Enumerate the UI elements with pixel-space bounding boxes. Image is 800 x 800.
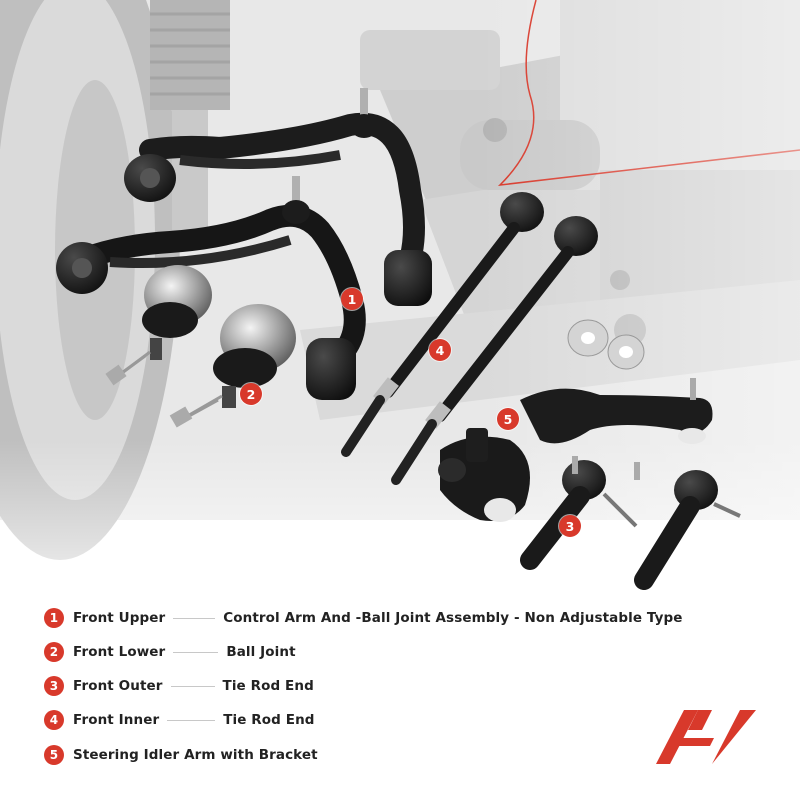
legend-number-badge: 1: [44, 608, 64, 628]
callout-5: 5: [497, 408, 519, 430]
outer-tie-rod-right: [634, 462, 741, 590]
legend-part-label: Front Inner: [73, 712, 160, 728]
legend-description: Ball Joint: [226, 644, 296, 660]
legend-number-badge: 5: [44, 745, 64, 765]
legend-part-label: Front Outer: [73, 678, 163, 694]
leader-line: [170, 685, 215, 687]
legend-part-label: Steering Idler Arm with Bracket: [73, 747, 318, 763]
legend-description: Control Arm And -Ball Joint Assembly - N…: [223, 610, 683, 626]
legend-item-5: 5 Steering Idler Arm with Bracket: [44, 745, 318, 765]
leader-line: [173, 651, 219, 653]
callout-1: 1: [341, 288, 363, 310]
legend-description: Tie Rod End: [223, 712, 315, 728]
legend-item-4: 4 Front Inner Tie Rod End: [44, 710, 315, 730]
idler-arm: [438, 378, 713, 522]
legend-number-badge: 2: [44, 642, 64, 662]
legend-part-label: Front Upper: [73, 610, 166, 626]
legend-description: Tie Rod End: [222, 678, 314, 694]
upper-control-arm-rear: [124, 88, 432, 306]
a-premium-logo-icon: [656, 710, 756, 764]
leader-line: [167, 719, 216, 721]
lower-ball-joint-left: [105, 265, 212, 386]
legend-number-badge: 3: [44, 676, 64, 696]
legend-item-3: 3 Front Outer Tie Rod End: [44, 676, 314, 696]
lower-ball-joint-right: [169, 304, 296, 428]
legend-part-label: Front Lower: [73, 644, 166, 660]
inner-tie-rod-right: [391, 216, 598, 485]
inner-tie-rod-left: [341, 192, 544, 457]
callout-2: 2: [240, 383, 262, 405]
outer-tie-rod-left: [520, 456, 638, 570]
callout-4: 4: [429, 339, 451, 361]
callout-3: 3: [559, 515, 581, 537]
legend-item-1: 1 Front Upper Control Arm And -Ball Join…: [44, 608, 683, 628]
leader-line: [173, 617, 216, 619]
washers: [567, 319, 645, 370]
legend-number-badge: 4: [44, 710, 64, 730]
legend-item-2: 2 Front Lower Ball Joint: [44, 642, 296, 662]
